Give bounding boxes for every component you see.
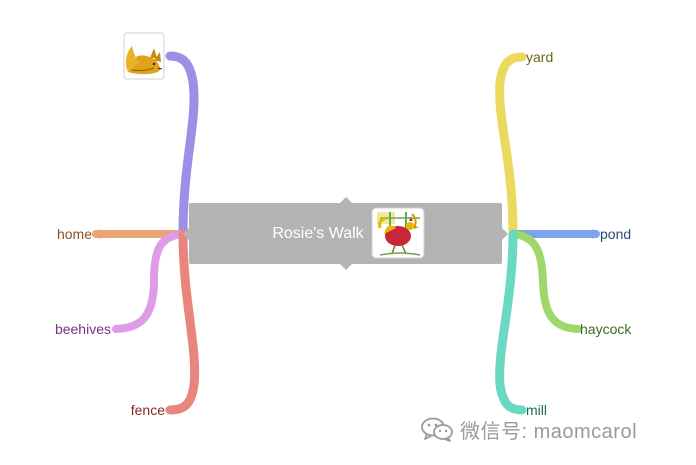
central-topic[interactable]: Rosie's Walk [183,197,508,270]
branch-home-arrow-tip [92,229,100,239]
branch-haycock[interactable] [509,230,582,333]
center-top-notch [340,197,352,203]
rosie-hen-icon [371,207,425,259]
center-bottom-notch [340,264,352,270]
wechat-logo-icon [421,417,453,442]
center-left-notch [183,228,189,240]
center-right-notch [502,228,508,240]
watermark-text: 微信号: maomcarol [460,420,638,443]
watermark: 微信号: maomcarol [420,414,637,444]
branch-label-pond[interactable]: pond [600,226,631,242]
branch-fox[interactable] [165,51,199,239]
central-topic-title: Rosie's Walk [272,225,364,242]
branch-label-home[interactable]: home [57,226,92,242]
branch-label-yard[interactable]: yard [526,49,553,65]
branch-label-fence[interactable]: fence [131,402,165,418]
branch-beehives[interactable] [112,230,187,333]
branch-mill[interactable] [495,229,527,415]
branch-label-haycock[interactable]: haycock [580,321,632,337]
fox-icon[interactable] [123,32,165,80]
branch-label-beehives[interactable]: beehives [55,321,111,337]
branch-pond-arrow-tip [592,229,600,239]
branch-fence[interactable] [165,229,200,415]
branch-yard[interactable] [495,52,527,239]
branch-label-mill[interactable]: mill [526,402,547,418]
